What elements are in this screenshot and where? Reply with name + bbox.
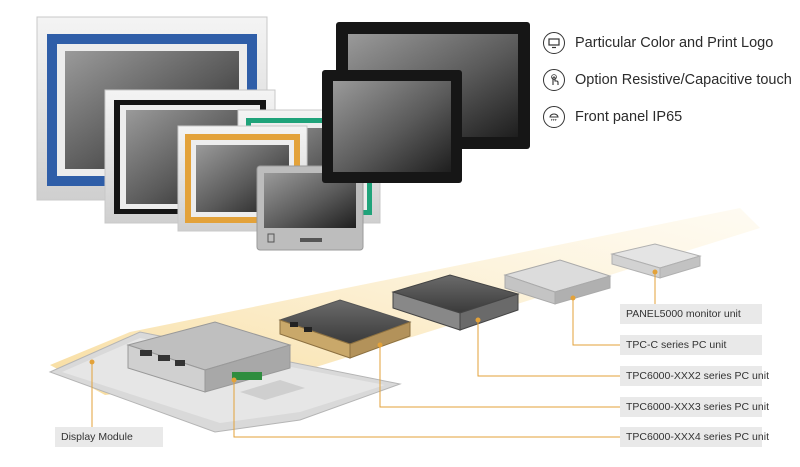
panel-black-wide-small xyxy=(322,70,462,183)
callout-tpc-c: TPC-C series PC unit xyxy=(620,335,762,355)
pc-unit-tpc-c xyxy=(503,259,612,305)
callout-panel5000: PANEL5000 monitor unit xyxy=(620,304,762,324)
callout-tpc6000-xxx4: TPC6000-XXX4 series PC unit xyxy=(620,427,769,447)
pc-unit-xxx3 xyxy=(278,299,412,359)
callout-tpc6000-xxx2: TPC6000-XXX2 series PC unit xyxy=(620,366,769,386)
panel5000-unit xyxy=(610,243,702,279)
callout-display-module: Display Module xyxy=(55,427,163,447)
feature-label: Particular Color and Print Logo xyxy=(575,35,774,51)
pc-unit-xxx4 xyxy=(126,321,292,393)
feature-label: Front panel IP65 xyxy=(575,109,683,125)
touch-hand-icon xyxy=(543,69,565,91)
feature-label: Option Resistive/Capacitive touch xyxy=(575,72,792,88)
monitor-icon xyxy=(543,32,565,54)
shield-water-icon xyxy=(543,106,565,128)
pc-unit-xxx2 xyxy=(391,274,520,331)
feature-item-touch: Option Resistive/Capacitive touch xyxy=(543,67,792,93)
feature-item-ip65: Front panel IP65 xyxy=(543,104,682,130)
callout-tpc6000-xxx3: TPC6000-XXX3 series PC unit xyxy=(620,397,769,417)
feature-item-color-logo: Particular Color and Print Logo xyxy=(543,30,773,56)
panel-small-grey xyxy=(256,165,364,251)
leader-dots xyxy=(89,269,658,383)
